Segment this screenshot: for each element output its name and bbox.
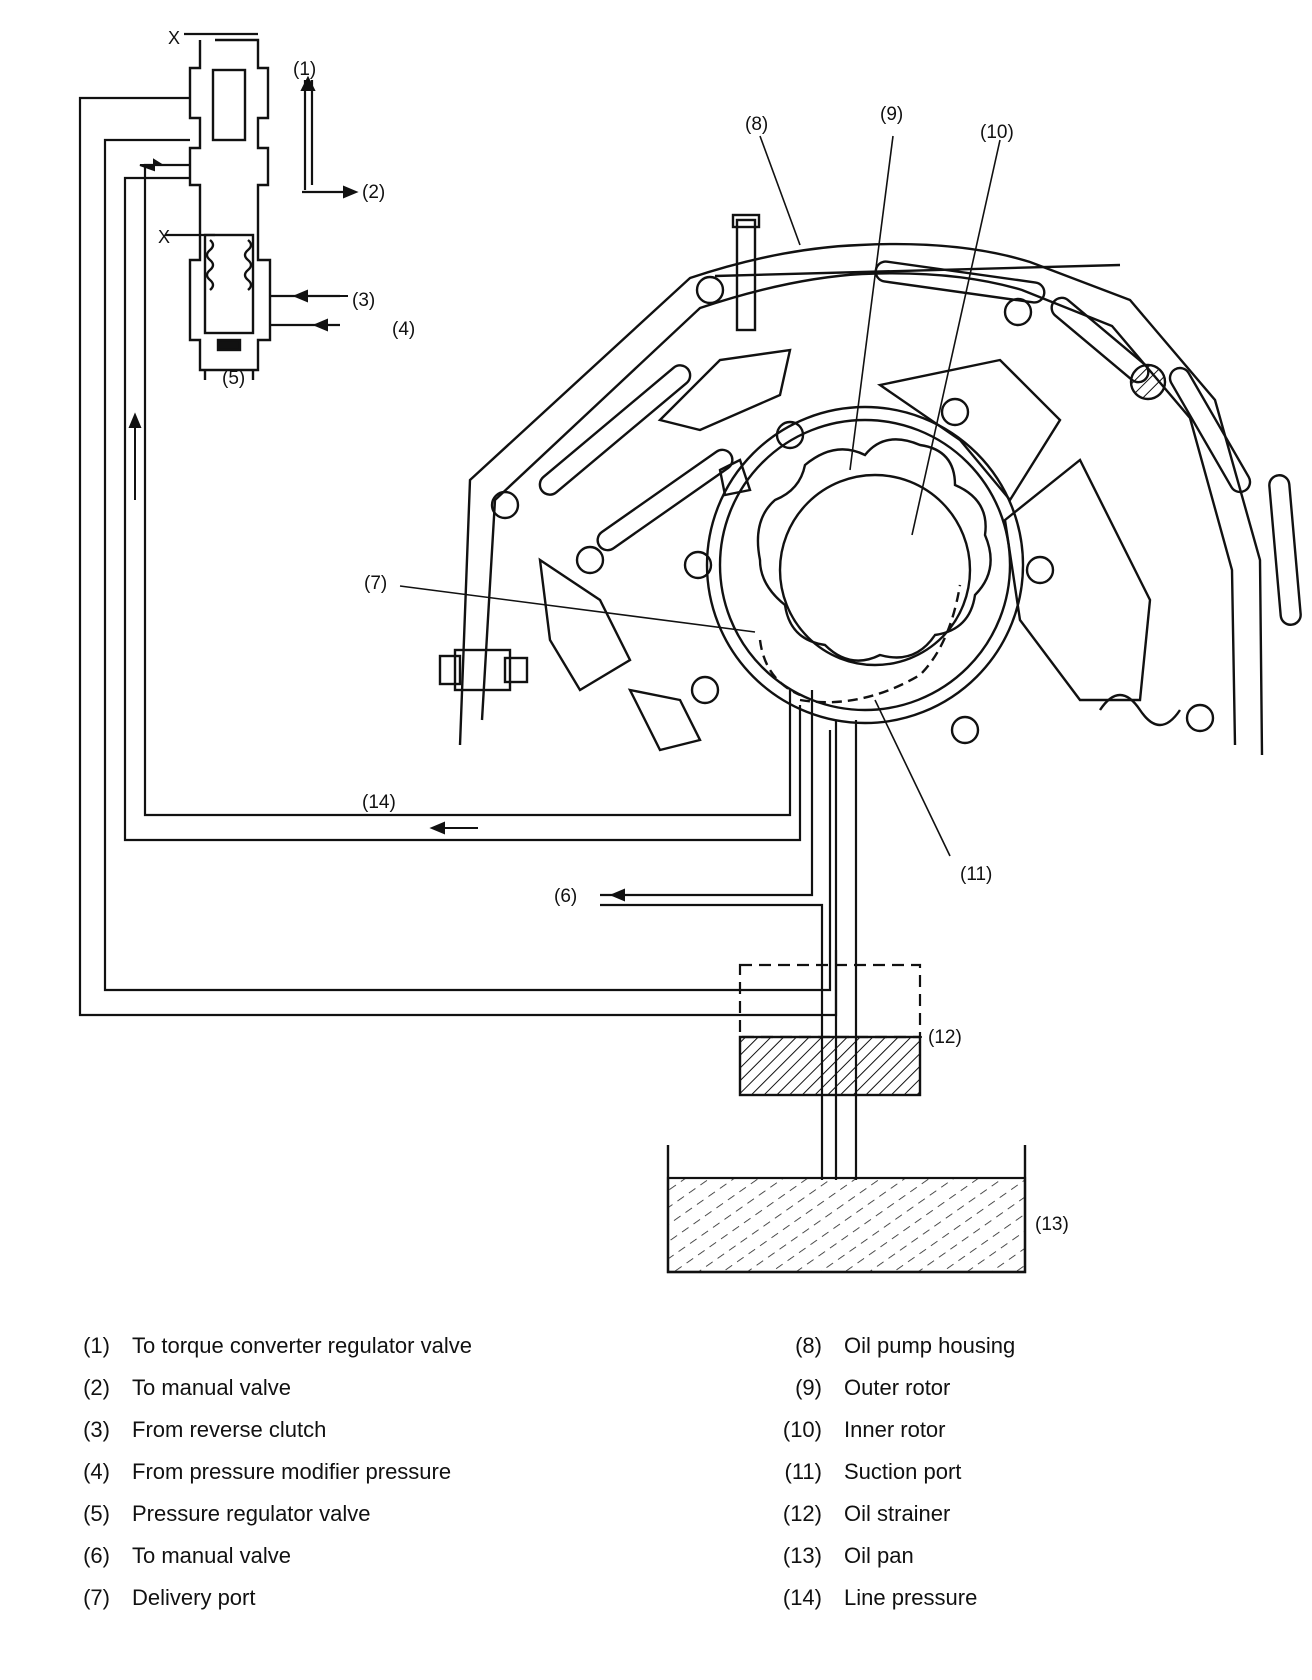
valve-port-lines [165, 32, 355, 327]
legend-number: (6) [83, 1543, 110, 1568]
legend-number: (8) [795, 1333, 822, 1358]
x-port-top: X [168, 28, 180, 48]
legend-item: (1) To torque converter regulator valve [58, 1325, 472, 1367]
legend-number: (4) [83, 1459, 110, 1484]
legend-label: From reverse clutch [132, 1417, 327, 1442]
legend-item: (14) Line pressure [770, 1577, 1015, 1619]
legend-number: (10) [782, 1417, 822, 1442]
x-port-mid: X [158, 227, 170, 247]
callout-9: (9) [880, 104, 903, 125]
legend-item: (3) From reverse clutch [58, 1409, 472, 1451]
oil-strainer [738, 963, 922, 1097]
callouts: (1) (2) (3) (4) (5) (6) (7) (8) (9) (10)… [158, 28, 1069, 1235]
legend-label: Outer rotor [844, 1375, 951, 1400]
legend-label: Line pressure [844, 1585, 978, 1610]
legend-label: Oil pan [844, 1543, 914, 1568]
legend-number: (2) [83, 1375, 110, 1400]
legend-item: (12) Oil strainer [770, 1493, 1015, 1535]
legend-number: (12) [782, 1501, 822, 1526]
callout-11: (11) [960, 864, 992, 885]
legend-number: (14) [782, 1585, 822, 1610]
legend-item: (4) From pressure modifier pressure [58, 1451, 472, 1493]
hydraulic-lines [78, 96, 858, 1180]
legend-number: (11) [784, 1459, 823, 1484]
legend-item: (6) To manual valve [58, 1535, 472, 1577]
legend-item: (10) Inner rotor [770, 1409, 1015, 1451]
leader-lines [399, 135, 1001, 1038]
callout-2: (2) [362, 182, 385, 203]
legend-item: (7) Delivery port [58, 1577, 472, 1619]
callout-6: (6) [554, 886, 577, 907]
callout-10: (10) [980, 122, 1014, 143]
callout-5: (5) [222, 368, 245, 389]
legend-label: To manual valve [132, 1543, 291, 1568]
legend-label: Oil pump housing [844, 1333, 1016, 1358]
callout-12: (12) [928, 1027, 962, 1048]
flow-arrows-lines [429, 821, 650, 902]
legend-number: (5) [83, 1501, 110, 1526]
legend-item: (13) Oil pan [770, 1535, 1015, 1577]
callout-14: (14) [362, 792, 396, 813]
legend-number: (7) [83, 1585, 110, 1610]
legend-number: (13) [782, 1543, 822, 1568]
legend-item: (5) Pressure regulator valve [58, 1493, 472, 1535]
legend-item: (2) To manual valve [58, 1367, 472, 1409]
legend-label: Inner rotor [844, 1417, 946, 1442]
callout-3: (3) [352, 290, 375, 311]
callout-4: (4) [392, 319, 415, 340]
callout-8: (8) [745, 114, 768, 135]
legend-right: (8) Oil pump housing (9) Outer rotor (10) Inn… [770, 1325, 1015, 1619]
legend-label: Pressure regulator valve [132, 1501, 371, 1526]
flow-arrows-valve [128, 75, 359, 500]
legend-label: From pressure modifier pressure [132, 1459, 452, 1484]
pressure-regulator-valve [188, 38, 272, 380]
oil-pump-housing [438, 213, 1302, 756]
legend-label: To manual valve [132, 1375, 291, 1400]
legend-item: (11) Suction port [770, 1451, 1015, 1493]
legend-number: (3) [83, 1417, 110, 1442]
callout-7: (7) [364, 573, 387, 594]
legend-label: Suction port [844, 1459, 962, 1484]
legend-number: (9) [795, 1375, 822, 1400]
legend-label: Delivery port [132, 1585, 256, 1610]
legend-label: To torque converter regulator valve [132, 1333, 472, 1358]
callout-13: (13) [1035, 1214, 1069, 1235]
callout-1: (1) [293, 59, 316, 80]
oil-pump-rotors [705, 405, 1025, 725]
legend-label: Oil strainer [844, 1501, 951, 1526]
legend-left: (1) To torque converter regulator valve (2… [58, 1325, 472, 1619]
oil-pan [666, 1145, 1027, 1274]
legend-number: (1) [83, 1333, 110, 1358]
legend-item: (8) Oil pump housing [770, 1325, 1015, 1367]
legend-item: (9) Outer rotor [770, 1367, 1015, 1409]
